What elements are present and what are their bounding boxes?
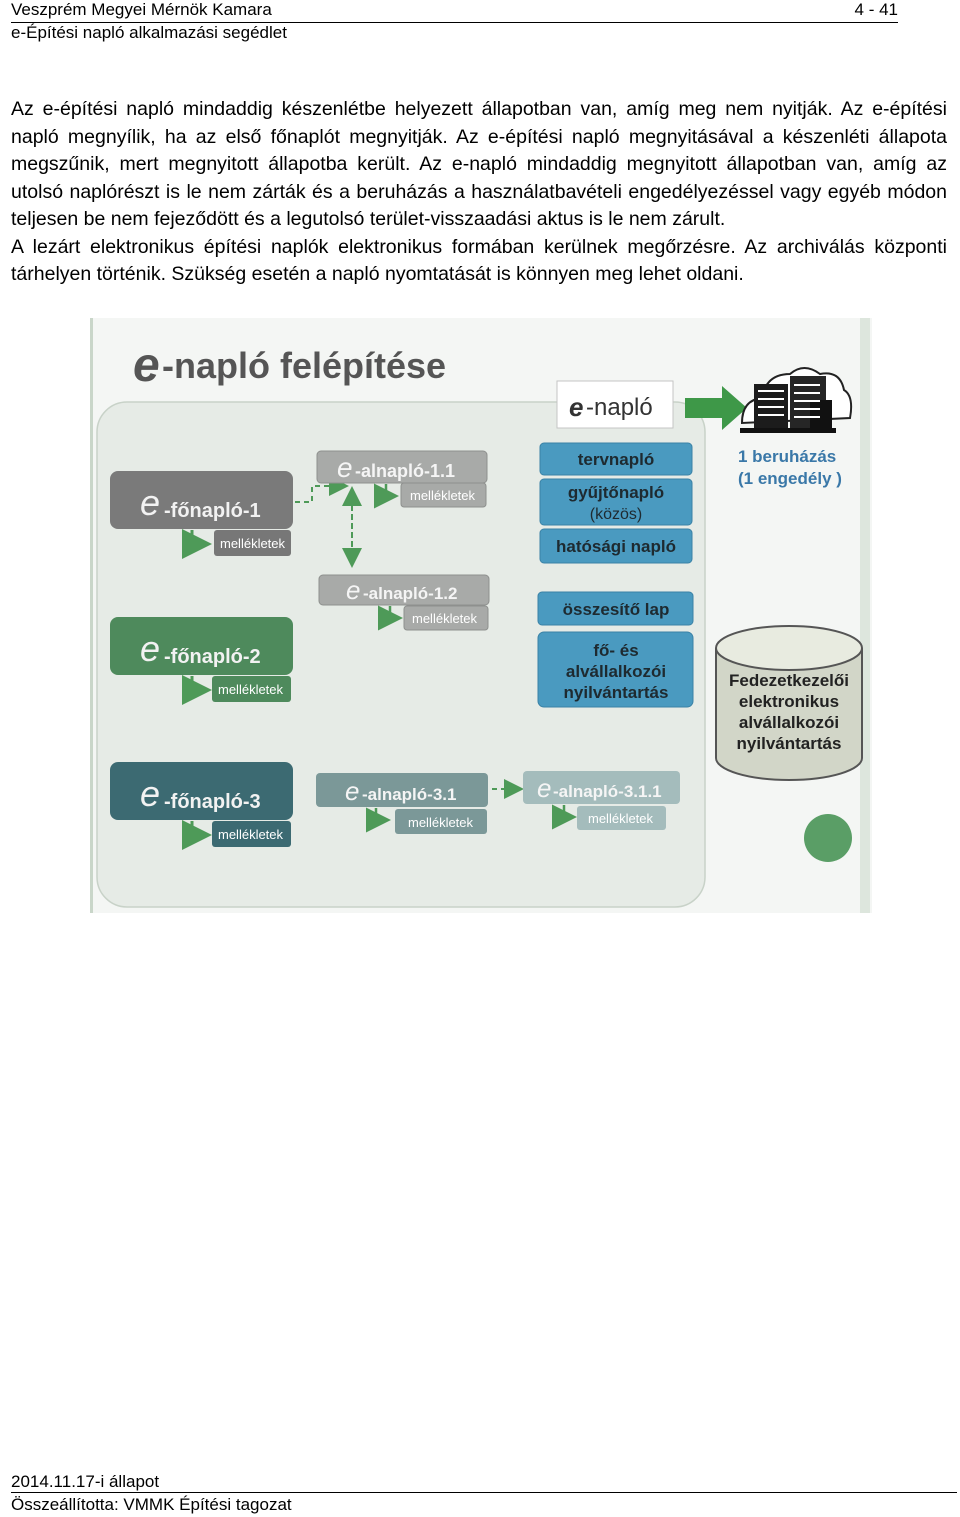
svg-text:e: e (140, 773, 160, 814)
svg-text:mellékletek: mellékletek (588, 811, 654, 826)
svg-text:mellékletek: mellékletek (410, 488, 476, 503)
beruhazas-label: 1 beruházás (1 engedély ) (738, 447, 842, 488)
svg-text:Fedezetkezelői: Fedezetkezelői (729, 671, 849, 690)
hatosagi-box: hatósági napló (539, 528, 693, 564)
page-footer: 2014.11.17-i állapot Összeállította: VMM… (11, 1471, 957, 1517)
svg-text:alvállalkozói: alvállalkozói (566, 662, 666, 681)
header-subtitle: e-Építési napló alkalmazási segédlet (11, 23, 287, 42)
svg-text:(1 engedély ): (1 engedély ) (738, 469, 842, 488)
footer-date: 2014.11.17-i állapot (11, 1471, 957, 1493)
paragraph: A lezárt elektronikus építési naplók ele… (11, 235, 947, 286)
paragraph: Az e-építési napló mindaddig készenlétbe… (11, 98, 947, 230)
tervnaplo-box: tervnapló (539, 442, 693, 476)
svg-text:e: e (140, 628, 160, 669)
svg-text:-főnapló-1: -főnapló-1 (164, 500, 261, 522)
page-number: 4 - 41 (854, 0, 898, 19)
building-icon (740, 367, 853, 433)
svg-text:gyűjtőnapló: gyűjtőnapló (568, 483, 664, 502)
alnaplo-1-2: e -alnapló-1.2 mellékletek (318, 574, 490, 631)
svg-text:mellékletek: mellékletek (220, 536, 286, 551)
figure-right-border (860, 318, 870, 913)
fonaplo-1: e -főnapló-1 mellékletek (110, 471, 293, 559)
svg-text:mellékletek: mellékletek (408, 815, 474, 830)
osszesito-box: összesítő lap (537, 591, 694, 626)
svg-text:-napló: -napló (586, 394, 653, 421)
body-text: Az e-építési napló mindaddig készenlétbe… (11, 96, 947, 289)
svg-text:-alnapló-3.1.1: -alnapló-3.1.1 (553, 782, 662, 801)
svg-text:mellékletek: mellékletek (412, 611, 478, 626)
svg-text:fő- és: fő- és (593, 641, 638, 660)
svg-text:e: e (140, 482, 160, 523)
figure-left-border (90, 318, 93, 913)
enaplo-label: e -napló (569, 392, 653, 422)
svg-text:1 beruházás: 1 beruházás (738, 447, 836, 466)
fonaplo-2: e -főnapló-2 mellékletek (110, 617, 293, 705)
svg-text:-alnapló-1.1: -alnapló-1.1 (355, 461, 455, 481)
svg-text:-főnapló-2: -főnapló-2 (164, 646, 261, 668)
page-header: Veszprém Megyei Mérnök Kamara 4 - 41 (11, 0, 898, 23)
fo-alvallalkozoi-box: fő- és alvállalkozói nyilvántartás (537, 631, 694, 708)
svg-text:e: e (569, 392, 583, 422)
svg-text:e: e (537, 773, 551, 803)
svg-text:tervnapló: tervnapló (578, 450, 655, 469)
svg-text:alvállalkozói: alvállalkozói (739, 713, 839, 732)
arrow-right-icon (685, 386, 747, 430)
svg-text:összesítő lap: összesítő lap (563, 600, 670, 619)
diagram-title: e -napló felépítése (133, 339, 446, 392)
dashed-connectors (295, 476, 524, 799)
fonaplo-3: e -főnapló-3 mellékletek (110, 762, 293, 850)
svg-text:-napló felépítése: -napló felépítése (162, 345, 446, 386)
enaplo-label-box (556, 380, 674, 429)
svg-text:-főnapló-3: -főnapló-3 (164, 791, 261, 813)
svg-text:e: e (345, 776, 359, 806)
svg-text:e: e (346, 575, 360, 605)
fedezetkezeloi-database: Fedezetkezelői elektronikus alvállalkozó… (715, 625, 863, 781)
svg-text:nyilvántartás: nyilvántartás (737, 734, 842, 753)
svg-text:-alnapló-1.2: -alnapló-1.2 (363, 584, 457, 603)
enaplo-structure-diagram: e -napló felépítése e -napló 1 beruházás… (90, 318, 872, 913)
svg-text:e: e (133, 339, 160, 392)
header-organization: Veszprém Megyei Mérnök Kamara (11, 0, 272, 19)
svg-text:nyilvántartás: nyilvántartás (564, 683, 669, 702)
svg-text:mellékletek: mellékletek (218, 827, 284, 842)
svg-text:elektronikus: elektronikus (739, 692, 839, 711)
alnaplo-1-1: e -alnapló-1.1 mellékletek (316, 450, 488, 509)
green-circle-icon (804, 814, 852, 862)
svg-text:(közös): (közös) (590, 506, 642, 523)
svg-text:-alnapló-3.1: -alnapló-3.1 (362, 785, 456, 804)
footer-author: Összeállította: VMMK Építési tagozat (11, 1495, 292, 1514)
alnaplo-3-1-1: e -alnapló-3.1.1 mellékletek (523, 771, 680, 830)
gyujtonaplo-box: gyűjtőnapló (közös) (539, 478, 693, 526)
alnaplo-3-1: e -alnapló-3.1 mellékletek (316, 773, 488, 834)
svg-text:hatósági napló: hatósági napló (556, 537, 676, 556)
svg-text:e: e (337, 452, 353, 483)
svg-text:mellékletek: mellékletek (218, 682, 284, 697)
